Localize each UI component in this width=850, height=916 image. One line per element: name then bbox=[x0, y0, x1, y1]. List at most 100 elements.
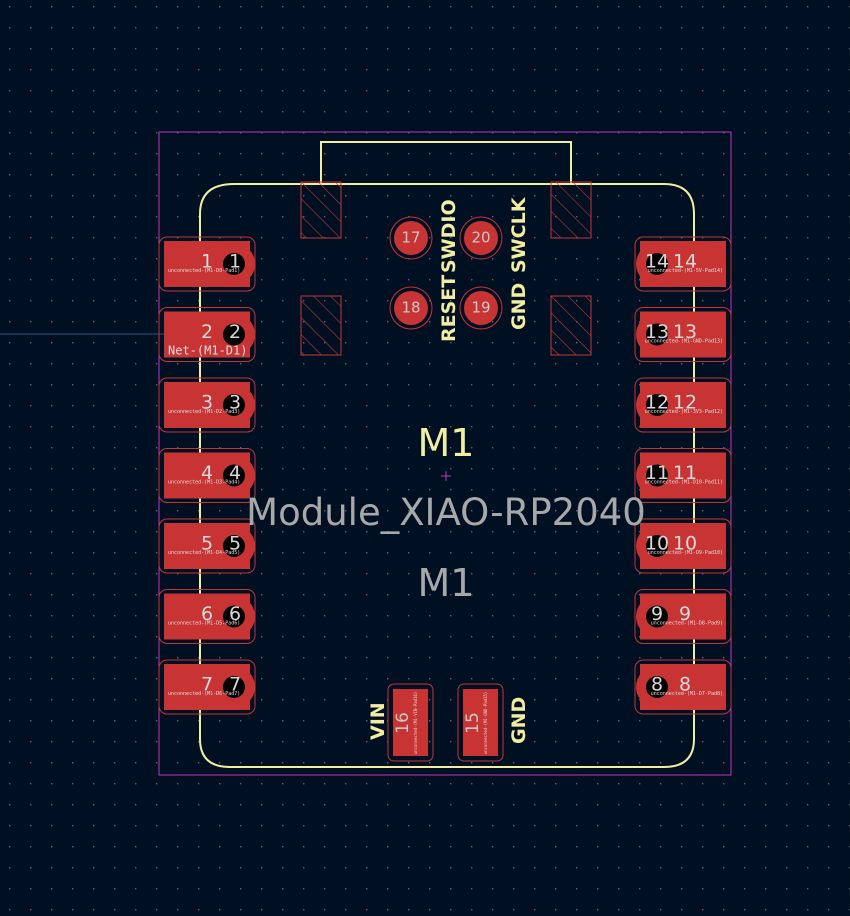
pad-number: 1 bbox=[201, 251, 213, 273]
pad-number: 4 bbox=[201, 462, 213, 484]
pad-outline bbox=[634, 236, 732, 292]
pad-net-label: unconnected-(M1-D6-Pad7) bbox=[168, 691, 240, 697]
usb-connector-outline bbox=[320, 141, 572, 184]
pad-number: 2 bbox=[201, 321, 213, 343]
pad-number: 3 bbox=[201, 392, 213, 414]
pad-number-fab: 5 bbox=[229, 533, 241, 555]
keepout-zones bbox=[300, 181, 592, 356]
pad-outline bbox=[634, 659, 732, 715]
pad-number-fab: 4 bbox=[229, 462, 241, 484]
drill-hole bbox=[223, 676, 245, 698]
pad-number-fab: 7 bbox=[229, 674, 241, 696]
pad-number-fab: 8 bbox=[679, 674, 691, 696]
pad-number: 10 bbox=[645, 533, 669, 555]
pad-copper bbox=[463, 689, 498, 756]
silk-label-vin: VIN bbox=[367, 702, 389, 740]
silk-reference-designator[interactable]: M1 bbox=[418, 421, 475, 465]
footprint-anchor-cross bbox=[441, 471, 451, 481]
pad-outline bbox=[634, 377, 732, 433]
drill-hole bbox=[223, 253, 245, 275]
debug-pad-copper bbox=[464, 221, 498, 255]
pad-net-label: unconnected-(M1-5V-Pad14) bbox=[648, 268, 723, 274]
debug-pad[interactable]: 20 bbox=[459, 216, 503, 260]
pad-number: 16 bbox=[393, 712, 413, 734]
debug-pad-outline bbox=[389, 286, 433, 330]
drill-hole bbox=[646, 394, 668, 416]
drill-hole bbox=[646, 605, 668, 628]
silk-label-gnd-debug: GND bbox=[508, 283, 530, 330]
pad-number: 11 bbox=[645, 462, 669, 484]
drill-hole bbox=[646, 253, 668, 275]
pad-number-fab: 1 bbox=[229, 251, 241, 273]
fab-reference-designator[interactable]: M1 bbox=[418, 561, 475, 605]
pad-number: 12 bbox=[645, 392, 669, 414]
pad-net-label: unconnected-(M1-D10-Pad11) bbox=[645, 480, 723, 486]
keepout-zone bbox=[550, 181, 592, 239]
pad-net-label: unconnected-(M1-3V3-Pad12) bbox=[645, 409, 723, 415]
drill-hole bbox=[646, 464, 668, 487]
pad-net-label: unconnected-(M1-GND-Pad13) bbox=[645, 339, 723, 345]
pad-net-label: unconnected-(M1-D0-Pad1) bbox=[168, 268, 240, 274]
drill-hole bbox=[223, 323, 245, 346]
pad-outline bbox=[634, 518, 732, 574]
debug-pad[interactable]: 17 bbox=[389, 216, 433, 260]
silk-label-reset: RESET bbox=[438, 275, 460, 342]
pad-number-fab: 10 bbox=[673, 533, 697, 555]
pad-net-label: Net-(M1-D1) bbox=[168, 344, 247, 358]
debug-pad[interactable]: 19 bbox=[459, 286, 503, 330]
pad-net-label: unconnected-(M1-D8-Pad9) bbox=[651, 621, 723, 627]
pad-net-label: unconnected-(M1-D3-Pad4) bbox=[168, 480, 240, 486]
pad-number: 7 bbox=[201, 674, 213, 696]
pad-outline bbox=[457, 683, 504, 762]
power-pad-15[interactable]: 15 unconnected-(M1-GND-Pad15) bbox=[457, 683, 504, 762]
debug-pad-outline bbox=[459, 216, 503, 260]
drill-hole bbox=[646, 323, 668, 346]
courtyard-outline bbox=[158, 131, 732, 776]
debug-pad-copper bbox=[394, 221, 428, 255]
silkscreen-outline bbox=[199, 183, 695, 768]
keepout-zone bbox=[550, 295, 592, 356]
footprint-value[interactable]: Module_XIAO-RP2040 bbox=[246, 491, 646, 534]
silk-label-gnd-power: GND bbox=[508, 697, 530, 744]
pad-outline bbox=[634, 307, 732, 362]
debug-pad-outline bbox=[459, 286, 503, 330]
pad-number: 8 bbox=[651, 674, 663, 696]
power-pad-16[interactable]: 16 unconnected-(M1-VIN-Pad16) bbox=[387, 683, 434, 762]
drill-hole bbox=[223, 394, 245, 416]
pad-outline bbox=[387, 683, 434, 762]
pad-number-fab: 9 bbox=[679, 603, 691, 625]
pad-number: 13 bbox=[645, 321, 669, 343]
pad-number-fab: 11 bbox=[673, 462, 697, 484]
debug-pad-number: 17 bbox=[401, 229, 420, 247]
pad-net-label: unconnected-(M1-D9-Pad10) bbox=[648, 550, 723, 556]
pad-number-fab: 2 bbox=[229, 321, 241, 343]
pad-number-fab: 13 bbox=[673, 321, 697, 343]
drill-hole bbox=[646, 676, 668, 698]
pad-net-label: unconnected-(M1-D7-Pad8) bbox=[651, 691, 723, 697]
pad-number-fab: 6 bbox=[229, 603, 241, 625]
pad-number: 9 bbox=[651, 603, 663, 625]
debug-pad-number: 19 bbox=[471, 299, 490, 317]
pad-number: 5 bbox=[201, 533, 213, 555]
drill-hole bbox=[223, 464, 245, 487]
debug-pad[interactable]: 18 bbox=[389, 286, 433, 330]
debug-pad-copper bbox=[394, 291, 428, 325]
pad-net-label: unconnected-(M1-D4-Pad5) bbox=[168, 550, 240, 556]
silk-label-swclk: SWCLK bbox=[508, 196, 530, 273]
